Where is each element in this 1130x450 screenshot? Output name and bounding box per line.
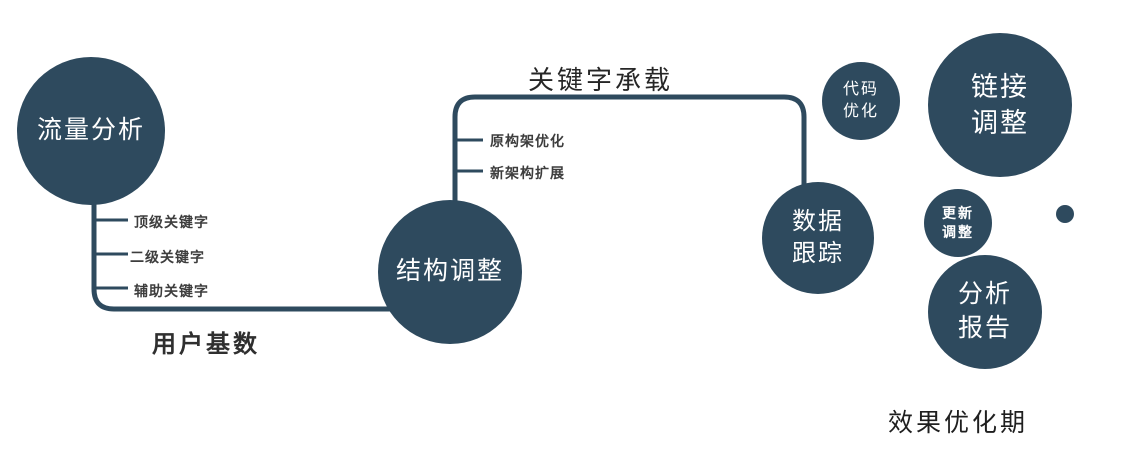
node-analysis-report: 分析 报告 xyxy=(928,255,1042,369)
branch-label-secondary-keyword: 二级关键字 xyxy=(130,249,205,265)
node-traffic-analysis: 流量分析 xyxy=(17,57,165,205)
node-link-adjustment-line2: 调整 xyxy=(971,108,1029,138)
node-link-adjustment: 链接 调整 xyxy=(928,33,1072,177)
node-update-adjustment-line1: 更新 xyxy=(942,205,974,222)
node-analysis-report-line1: 分析 xyxy=(957,280,1012,309)
node-structure-adjust-label: 结构调整 xyxy=(395,257,504,286)
branch-label-top-keyword: 顶级关键字 xyxy=(134,214,209,230)
node-structure-adjust: 结构调整 xyxy=(378,200,522,344)
node-code-optimization: 代码 优化 xyxy=(822,62,900,140)
node-code-optimization-line1: 代码 xyxy=(842,81,879,99)
phase-label-effect-optimization: 效果优化期 xyxy=(888,409,1029,437)
connector-structure-to-data-tracking xyxy=(452,94,807,204)
node-traffic-analysis-label: 流量分析 xyxy=(36,116,145,145)
branch-label-original-architecture: 原构架优化 xyxy=(490,133,565,149)
branch-label-new-architecture: 新架构扩展 xyxy=(490,165,565,181)
node-data-tracking-line1: 数据 xyxy=(792,207,844,235)
node-analysis-report-line2: 报告 xyxy=(957,314,1012,342)
node-update-adjustment-line2: 调整 xyxy=(942,224,974,240)
node-update-adjustment: 更新 调整 xyxy=(924,189,992,257)
node-code-optimization-line2: 优化 xyxy=(842,103,879,120)
branch-label-auxiliary-keyword: 辅助关键字 xyxy=(134,283,209,299)
node-link-adjustment-line1: 链接 xyxy=(971,71,1029,102)
dot-marker xyxy=(1056,205,1074,223)
node-data-tracking: 数据 跟踪 xyxy=(762,182,874,294)
edge-label-keyword-bearing: 关键字承载 xyxy=(528,65,674,95)
edge-label-user-base: 用户基数 xyxy=(152,331,260,358)
node-data-tracking-line2: 跟踪 xyxy=(792,240,844,267)
